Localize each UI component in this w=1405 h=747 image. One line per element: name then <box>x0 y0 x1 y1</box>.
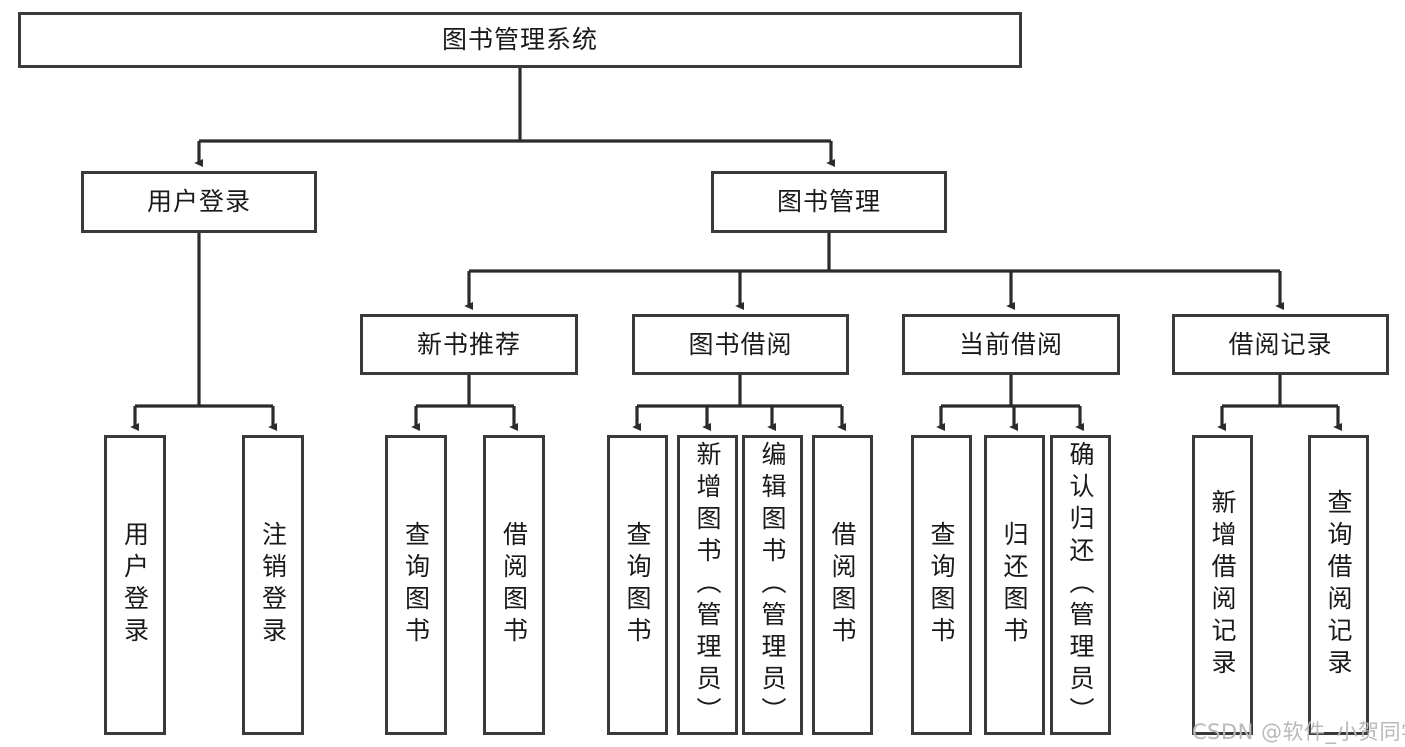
node-label: 编辑图书（管理员） <box>758 441 787 729</box>
node-leaf-add-borrow-record[interactable]: 新增借阅记录 <box>1192 435 1253 735</box>
node-label: 图书管理 <box>776 187 881 217</box>
node-label: 用户登录 <box>120 521 150 649</box>
node-label: 查询图书 <box>623 521 652 649</box>
node-label: 图书管理系统 <box>441 25 598 55</box>
node-leaf-confirm-return-admin[interactable]: 确认归还（管理员） <box>1050 435 1111 735</box>
node-leaf-borrow-book-1[interactable]: 借阅图书 <box>483 435 545 735</box>
node-leaf-query-borrow-record[interactable]: 查询借阅记录 <box>1308 435 1369 735</box>
node-user-login[interactable]: 用户登录 <box>81 171 317 233</box>
node-leaf-add-book-admin[interactable]: 新增图书（管理员） <box>677 435 738 735</box>
node-leaf-borrow-book-2[interactable]: 借阅图书 <box>812 435 873 735</box>
node-root-system[interactable]: 图书管理系统 <box>18 12 1022 68</box>
node-label: 新书推荐 <box>416 329 521 359</box>
node-label: 查询借阅记录 <box>1324 489 1353 681</box>
node-borrow-record[interactable]: 借阅记录 <box>1172 314 1389 375</box>
node-leaf-return-book[interactable]: 归还图书 <box>984 435 1045 735</box>
node-leaf-user-login[interactable]: 用户登录 <box>104 435 166 735</box>
node-label: 新增图书（管理员） <box>693 441 722 729</box>
node-leaf-logout[interactable]: 注销登录 <box>242 435 304 735</box>
node-label: 当前借阅 <box>958 329 1063 359</box>
node-book-borrow[interactable]: 图书借阅 <box>632 314 849 375</box>
csdn-watermark: CSDN @软件_小贺同学 <box>1192 720 1405 744</box>
node-label: 借阅图书 <box>499 521 529 649</box>
node-label: 借阅图书 <box>828 521 857 649</box>
node-leaf-query-book-2[interactable]: 查询图书 <box>607 435 668 735</box>
node-current-borrow[interactable]: 当前借阅 <box>902 314 1120 375</box>
node-book-manage[interactable]: 图书管理 <box>711 171 947 233</box>
node-label: 用户登录 <box>146 187 251 217</box>
node-label: 确认归还（管理员） <box>1066 441 1095 729</box>
node-label: 注销登录 <box>258 521 288 649</box>
node-label: 借阅记录 <box>1228 329 1333 359</box>
node-label: 归还图书 <box>1000 521 1029 649</box>
node-leaf-query-book-1[interactable]: 查询图书 <box>385 435 447 735</box>
node-label: 查询图书 <box>401 521 431 649</box>
node-label: 查询图书 <box>927 521 956 649</box>
node-new-book-recommend[interactable]: 新书推荐 <box>360 314 578 375</box>
node-leaf-edit-book-admin[interactable]: 编辑图书（管理员） <box>742 435 803 735</box>
node-label: 新增借阅记录 <box>1208 489 1237 681</box>
node-label: 图书借阅 <box>688 329 793 359</box>
node-leaf-query-book-3[interactable]: 查询图书 <box>911 435 972 735</box>
